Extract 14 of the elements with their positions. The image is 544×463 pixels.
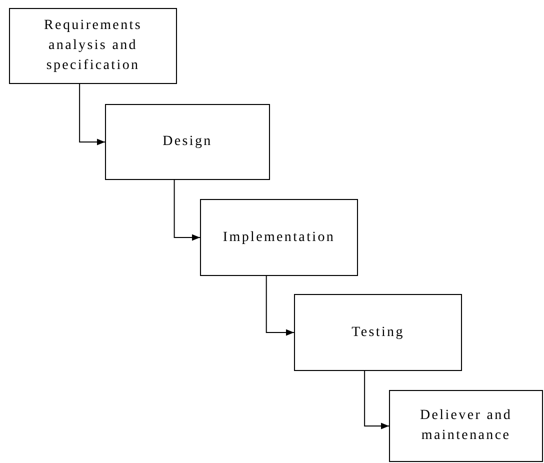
process-box	[9, 8, 177, 84]
process-box	[389, 390, 543, 462]
process-box	[105, 104, 270, 180]
process-box	[200, 199, 358, 276]
box-label: Requirements analysis and specification	[43, 17, 143, 75]
box-label: Deliever and maintenance	[418, 407, 514, 445]
arrow	[174, 180, 200, 241]
arrow	[266, 276, 294, 336]
arrow	[79, 84, 106, 146]
arrow	[364, 370, 390, 430]
process-box	[294, 294, 462, 371]
box-label: Implementation	[222, 228, 336, 246]
box-label: Design	[162, 133, 212, 151]
box-label: Testing	[352, 324, 404, 342]
